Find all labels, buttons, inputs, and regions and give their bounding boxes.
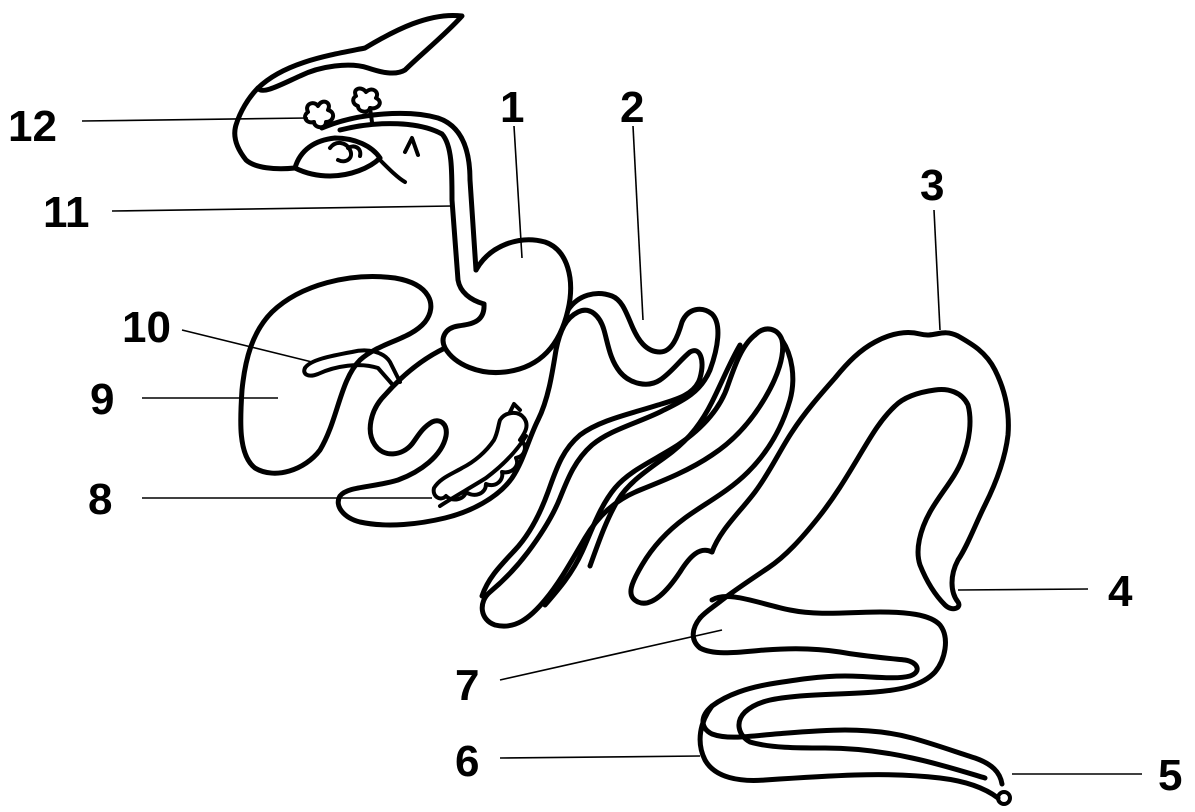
label-11: 11	[43, 188, 90, 237]
leader-line-7	[500, 630, 722, 680]
label-1: 1	[500, 83, 524, 132]
label-8: 8	[88, 475, 112, 524]
label-12: 12	[8, 102, 57, 151]
leader-line-4	[958, 589, 1088, 590]
esophagus	[322, 113, 484, 304]
colon	[693, 597, 1010, 805]
label-2: 2	[620, 83, 644, 132]
pancreas	[434, 404, 527, 506]
label-9: 9	[90, 375, 114, 424]
small-intestine	[338, 294, 793, 627]
label-6: 6	[455, 737, 479, 786]
label-7: 7	[455, 661, 479, 710]
leader-line-12	[82, 118, 308, 121]
leader-line-3	[934, 210, 940, 330]
leader-line-6	[500, 756, 700, 758]
label-3: 3	[920, 161, 944, 210]
gall-bladder	[304, 350, 400, 384]
leader-line-11	[112, 206, 452, 211]
label-4: 4	[1108, 567, 1133, 616]
head-outline	[235, 15, 462, 182]
leader-line-2	[633, 126, 643, 320]
label-10: 10	[122, 303, 171, 352]
label-5: 5	[1158, 751, 1182, 800]
stomach	[443, 240, 571, 373]
